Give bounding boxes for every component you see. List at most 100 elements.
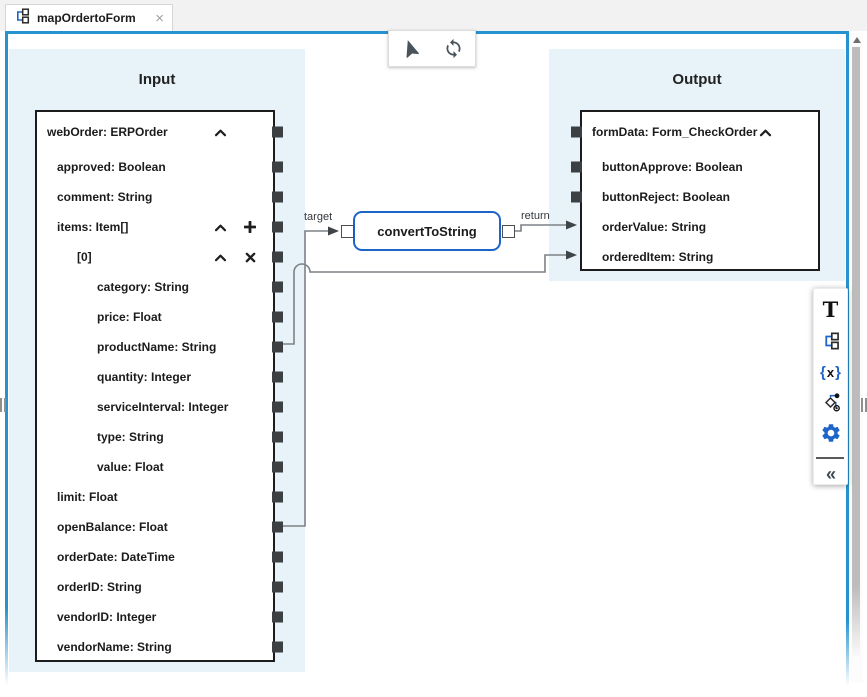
toolbar-divider [816, 457, 844, 459]
tree-row[interactable]: [0] [37, 242, 283, 272]
connector-port[interactable] [272, 581, 283, 593]
tree-row[interactable]: formData: Form_CheckOrder [571, 117, 818, 147]
connector-port[interactable] [272, 341, 283, 353]
function-output-port[interactable] [502, 225, 515, 238]
tree-node-label: formData: Form_CheckOrder [592, 125, 758, 139]
tree-node-label: webOrder: ERPOrder [47, 125, 168, 139]
chevron-up-icon[interactable] [213, 250, 227, 264]
tree-row[interactable]: buttonReject: Boolean [571, 182, 818, 212]
chevron-up-icon[interactable] [213, 220, 227, 234]
collapse-palette-button[interactable]: « [814, 460, 847, 488]
tree-node-label: buttonReject: Boolean [602, 190, 730, 204]
connector-port[interactable] [571, 191, 582, 203]
remove-item-icon[interactable] [243, 250, 257, 264]
tree-node-label: vendorID: Integer [57, 610, 157, 624]
tree-row[interactable]: limit: Float [37, 482, 283, 512]
tools-palette: T {x} [813, 288, 848, 485]
expression-tool-button[interactable]: {x} [814, 358, 847, 386]
output-structure-box: formData: Form_CheckOrder buttonApprove: … [571, 110, 820, 272]
function-input-port[interactable] [341, 225, 354, 238]
tree-node-label: category: String [97, 280, 190, 294]
right-splitter-handle[interactable] [860, 398, 867, 413]
tree-row[interactable]: openBalance: Float [37, 512, 283, 542]
tree-row[interactable]: buttonApprove: Boolean [571, 152, 818, 182]
tree-row[interactable]: vendorID: Integer [37, 602, 283, 632]
gear-icon [820, 422, 842, 444]
connector-port[interactable] [272, 611, 283, 623]
flow-diamond-icon [820, 392, 841, 412]
navigate-button[interactable] [389, 31, 432, 66]
connector-port[interactable] [272, 551, 283, 563]
mapping-tool-button[interactable] [814, 327, 847, 355]
connector-port[interactable] [571, 161, 582, 173]
connector-port[interactable] [272, 431, 283, 443]
input-structure-box: webOrder: ERPOrder approved: Boolean comme… [35, 110, 283, 662]
tree-node-label: vendorName: String [57, 640, 172, 654]
left-splitter-handle[interactable] [0, 398, 6, 413]
connector-port[interactable] [571, 126, 582, 138]
tree-node-label: serviceInterval: Integer [97, 400, 229, 414]
tree-node-label: price: Float [97, 310, 162, 324]
tree-node-label: [0] [77, 250, 92, 264]
mapping-icon [14, 7, 30, 29]
tree-node-label: approved: Boolean [57, 160, 166, 174]
connector-port[interactable] [272, 521, 283, 533]
connector-port[interactable] [272, 491, 283, 503]
tree-node-label: productName: String [97, 340, 217, 354]
text-tool-button[interactable]: T [814, 295, 847, 323]
tree-row[interactable]: vendorName: String [37, 632, 283, 662]
tree-row[interactable]: approved: Boolean [37, 152, 283, 182]
tree-row[interactable]: orderID: String [37, 572, 283, 602]
chevron-up-icon[interactable] [758, 125, 772, 139]
tree-row[interactable]: productName: String [37, 332, 283, 362]
tree-row[interactable]: serviceInterval: Integer [37, 392, 283, 422]
tree-row[interactable]: comment: String [37, 182, 283, 212]
connector-port[interactable] [272, 126, 283, 138]
tree-node-label: limit: Float [57, 490, 118, 504]
connector-port[interactable] [272, 221, 283, 233]
connector-port[interactable] [272, 161, 283, 173]
flow-tool-button[interactable] [814, 388, 847, 416]
connector-port[interactable] [272, 311, 283, 323]
tree-node-label: quantity: Integer [97, 370, 192, 384]
vertical-scrollbar-thumb[interactable] [852, 47, 860, 659]
refresh-button[interactable] [432, 31, 475, 66]
connector-port[interactable] [272, 251, 283, 263]
tree-row[interactable]: type: String [37, 422, 283, 452]
close-icon[interactable]: × [155, 9, 164, 27]
refresh-icon [443, 38, 464, 59]
arrowhead [328, 226, 339, 236]
tree-node-label: orderValue: String [602, 220, 707, 234]
tree-node-label: buttonApprove: Boolean [602, 160, 743, 174]
tree-row[interactable]: items: Item[] [37, 212, 283, 242]
tree-row[interactable]: orderedItem: String [582, 242, 818, 272]
tree-row[interactable]: price: Float [37, 302, 283, 332]
canvas-border-left [5, 31, 8, 686]
connector-port[interactable] [272, 281, 283, 293]
chevron-up-icon[interactable] [213, 125, 227, 139]
connector-port[interactable] [272, 401, 283, 413]
tab-map-order-to-form[interactable]: mapOrdertoForm × [5, 4, 173, 31]
function-node-label: convertToString [377, 223, 477, 239]
expression-icon: } [835, 363, 841, 381]
add-item-icon[interactable] [243, 220, 257, 234]
connector-port[interactable] [272, 371, 283, 383]
tree-row[interactable]: orderDate: DateTime [37, 542, 283, 572]
tree-row[interactable]: quantity: Integer [37, 362, 283, 392]
tree-row[interactable]: value: Float [37, 452, 283, 482]
wire-productname-to-ordereditem [283, 254, 566, 345]
scrollbar-up-arrow[interactable] [853, 37, 861, 43]
connector-port[interactable] [272, 641, 283, 653]
tree-row[interactable]: category: String [37, 272, 283, 302]
function-node-converttostring[interactable]: convertToString [353, 211, 501, 251]
output-panel-title: Output [672, 71, 722, 88]
connector-port[interactable] [272, 191, 283, 203]
tree-row[interactable]: orderValue: String [582, 212, 818, 242]
tree-row[interactable]: webOrder: ERPOrder [37, 117, 283, 147]
tree-node-label: orderDate: DateTime [57, 550, 175, 564]
mapping-icon [822, 332, 840, 350]
expression-icon: { [820, 363, 826, 381]
settings-button[interactable] [814, 419, 847, 447]
connector-port[interactable] [272, 461, 283, 473]
